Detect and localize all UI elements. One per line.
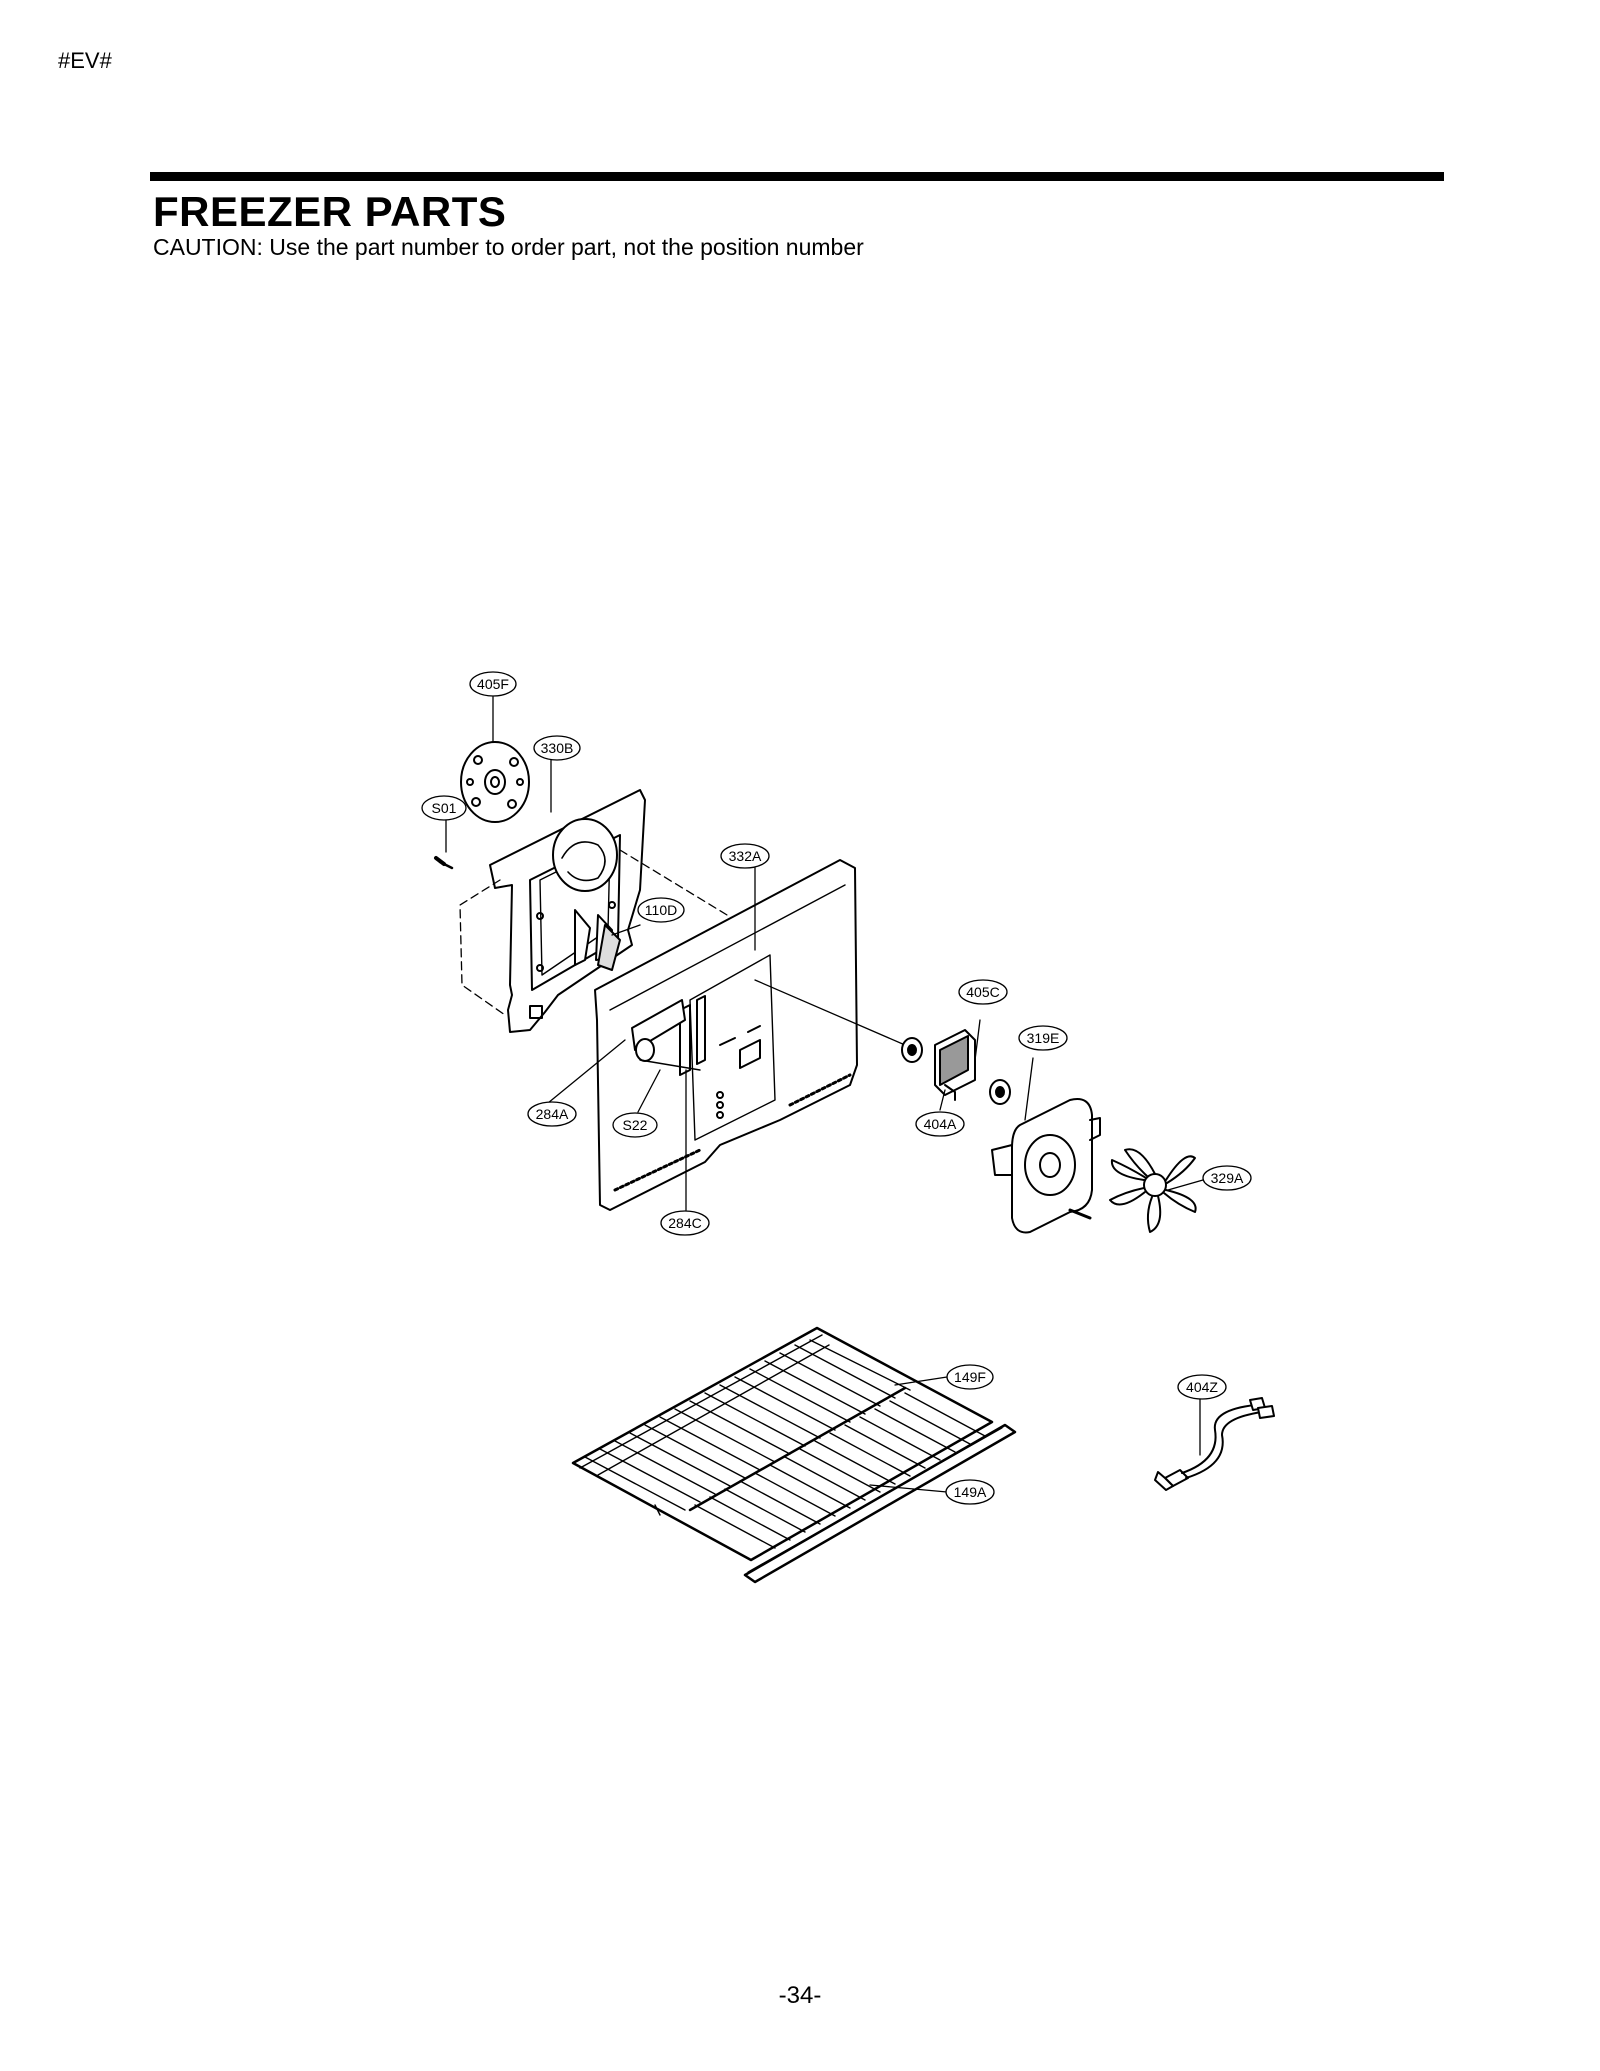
svg-text:284A: 284A xyxy=(536,1106,569,1122)
svg-text:149A: 149A xyxy=(954,1484,987,1500)
part-149F-shelf xyxy=(571,1326,994,1562)
caution-note: CAUTION: Use the part number to order pa… xyxy=(153,234,864,260)
svg-text:110D: 110D xyxy=(645,902,677,918)
page-number: -34- xyxy=(778,1982,822,2009)
part-S01-screw xyxy=(434,856,454,870)
part-405C-404A-motor xyxy=(901,1029,1011,1105)
svg-text:405C: 405C xyxy=(966,984,999,1000)
callout-110D: 110D xyxy=(637,897,685,923)
callout-149A: 149A xyxy=(945,1479,995,1505)
svg-text:S01: S01 xyxy=(432,800,457,816)
callout-329A: 329A xyxy=(1202,1165,1252,1191)
callout-149F: 149F xyxy=(946,1364,994,1390)
svg-text:149F: 149F xyxy=(954,1369,986,1385)
part-149A-trim xyxy=(743,1423,1017,1584)
svg-text:S22: S22 xyxy=(623,1117,648,1133)
part-405F-disc xyxy=(460,741,530,823)
callout-404A: 404A xyxy=(915,1111,965,1137)
section-rule xyxy=(150,172,1444,181)
callout-332A: 332A xyxy=(720,843,770,869)
callout-284C: 284C xyxy=(660,1210,710,1236)
part-332A-panel xyxy=(594,859,906,1211)
part-319E-shroud xyxy=(991,1098,1101,1234)
part-404Z-harness xyxy=(1154,1397,1275,1491)
svg-text:284C: 284C xyxy=(668,1215,701,1231)
svg-text:330B: 330B xyxy=(541,740,574,756)
callout-405F: 405F xyxy=(469,671,517,697)
callout-405C: 405C xyxy=(958,979,1008,1005)
svg-text:404Z: 404Z xyxy=(1186,1379,1218,1395)
callout-319E: 319E xyxy=(1018,1025,1068,1051)
svg-text:332A: 332A xyxy=(729,848,762,864)
svg-text:405F: 405F xyxy=(477,676,509,692)
section-title: FREEZER PARTS xyxy=(153,188,507,235)
callout-404Z: 404Z xyxy=(1177,1374,1227,1400)
document-tag: #EV# xyxy=(58,48,112,73)
part-329A-fan xyxy=(1109,1148,1197,1233)
callout-S01: S01 xyxy=(421,795,467,821)
svg-text:329A: 329A xyxy=(1211,1170,1244,1186)
callout-S22: S22 xyxy=(612,1112,658,1138)
svg-text:404A: 404A xyxy=(924,1116,957,1132)
svg-text:319E: 319E xyxy=(1027,1030,1060,1046)
callout-330B: 330B xyxy=(533,735,581,761)
part-330B-bracket xyxy=(459,789,761,1033)
leader-lines xyxy=(445,696,1204,1493)
callout-284A: 284A xyxy=(527,1101,577,1127)
